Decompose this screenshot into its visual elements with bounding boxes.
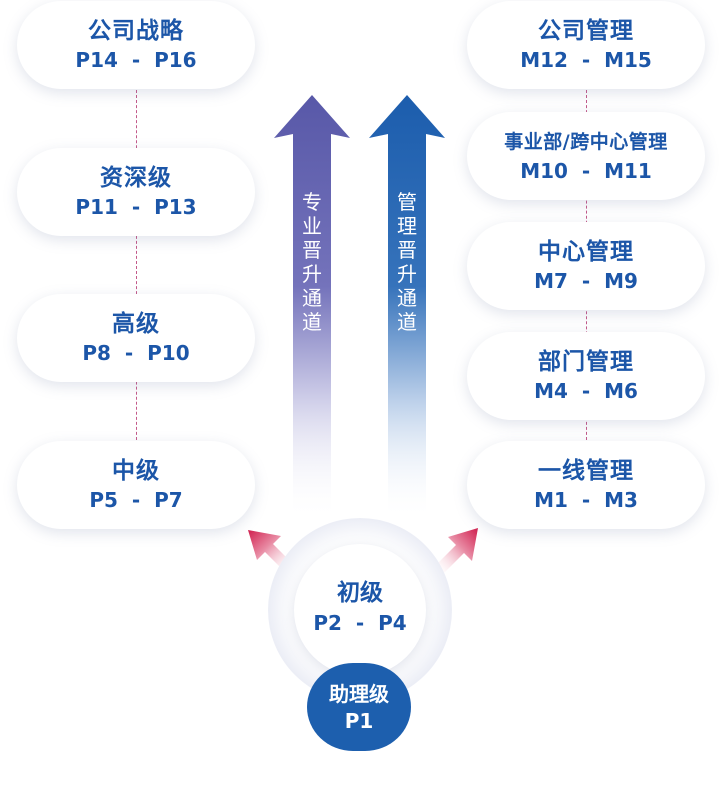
level-title: 部门管理: [538, 349, 634, 375]
management-track-label: 管理晋升通道: [397, 190, 417, 334]
level-range: M10 - M11: [520, 159, 652, 183]
level-title: 事业部/跨中心管理: [504, 131, 668, 153]
professional-track-arrow: [274, 95, 350, 520]
assistant-level-node: 助理级 P1: [307, 663, 411, 751]
level-company-strategy: 公司战略 P14 - P16: [17, 1, 255, 89]
level-senior-expert: 资深级 P11 - P13: [17, 148, 255, 236]
entry-level-range: P2 - P4: [313, 611, 407, 635]
level-range: P14 - P16: [75, 48, 197, 72]
level-range: P5 - P7: [89, 488, 183, 512]
level-range: M7 - M9: [534, 269, 638, 293]
right-accent-arrow: [435, 528, 478, 574]
level-title: 中级: [112, 458, 160, 484]
entry-level-node: 初级 P2 - P4: [294, 544, 426, 676]
entry-level-title: 初级: [337, 580, 383, 606]
professional-connector: [136, 90, 137, 450]
professional-track-label: 专业晋升通道: [302, 190, 322, 334]
level-frontline-management: 一线管理 M1 - M3: [467, 441, 705, 529]
level-range: P11 - P13: [75, 195, 197, 219]
level-range: M1 - M3: [534, 488, 638, 512]
level-title: 中心管理: [538, 239, 634, 265]
level-division-management: 事业部/跨中心管理 M10 - M11: [467, 112, 705, 200]
management-track-arrow: [369, 95, 445, 520]
level-company-management: 公司管理 M12 - M15: [467, 1, 705, 89]
assistant-level-title: 助理级: [329, 682, 389, 706]
level-department-management: 部门管理 M4 - M6: [467, 332, 705, 420]
level-title: 公司战略: [88, 18, 184, 44]
assistant-level-range: P1: [344, 709, 374, 733]
level-title: 资深级: [100, 165, 172, 191]
level-title: 公司管理: [538, 18, 634, 44]
level-range: M4 - M6: [534, 379, 638, 403]
level-range: M12 - M15: [520, 48, 652, 72]
level-intermediate: 中级 P5 - P7: [17, 441, 255, 529]
level-senior: 高级 P8 - P10: [17, 294, 255, 382]
level-center-management: 中心管理 M7 - M9: [467, 222, 705, 310]
level-range: P8 - P10: [82, 341, 190, 365]
level-title: 一线管理: [538, 458, 634, 484]
level-title: 高级: [112, 311, 160, 337]
